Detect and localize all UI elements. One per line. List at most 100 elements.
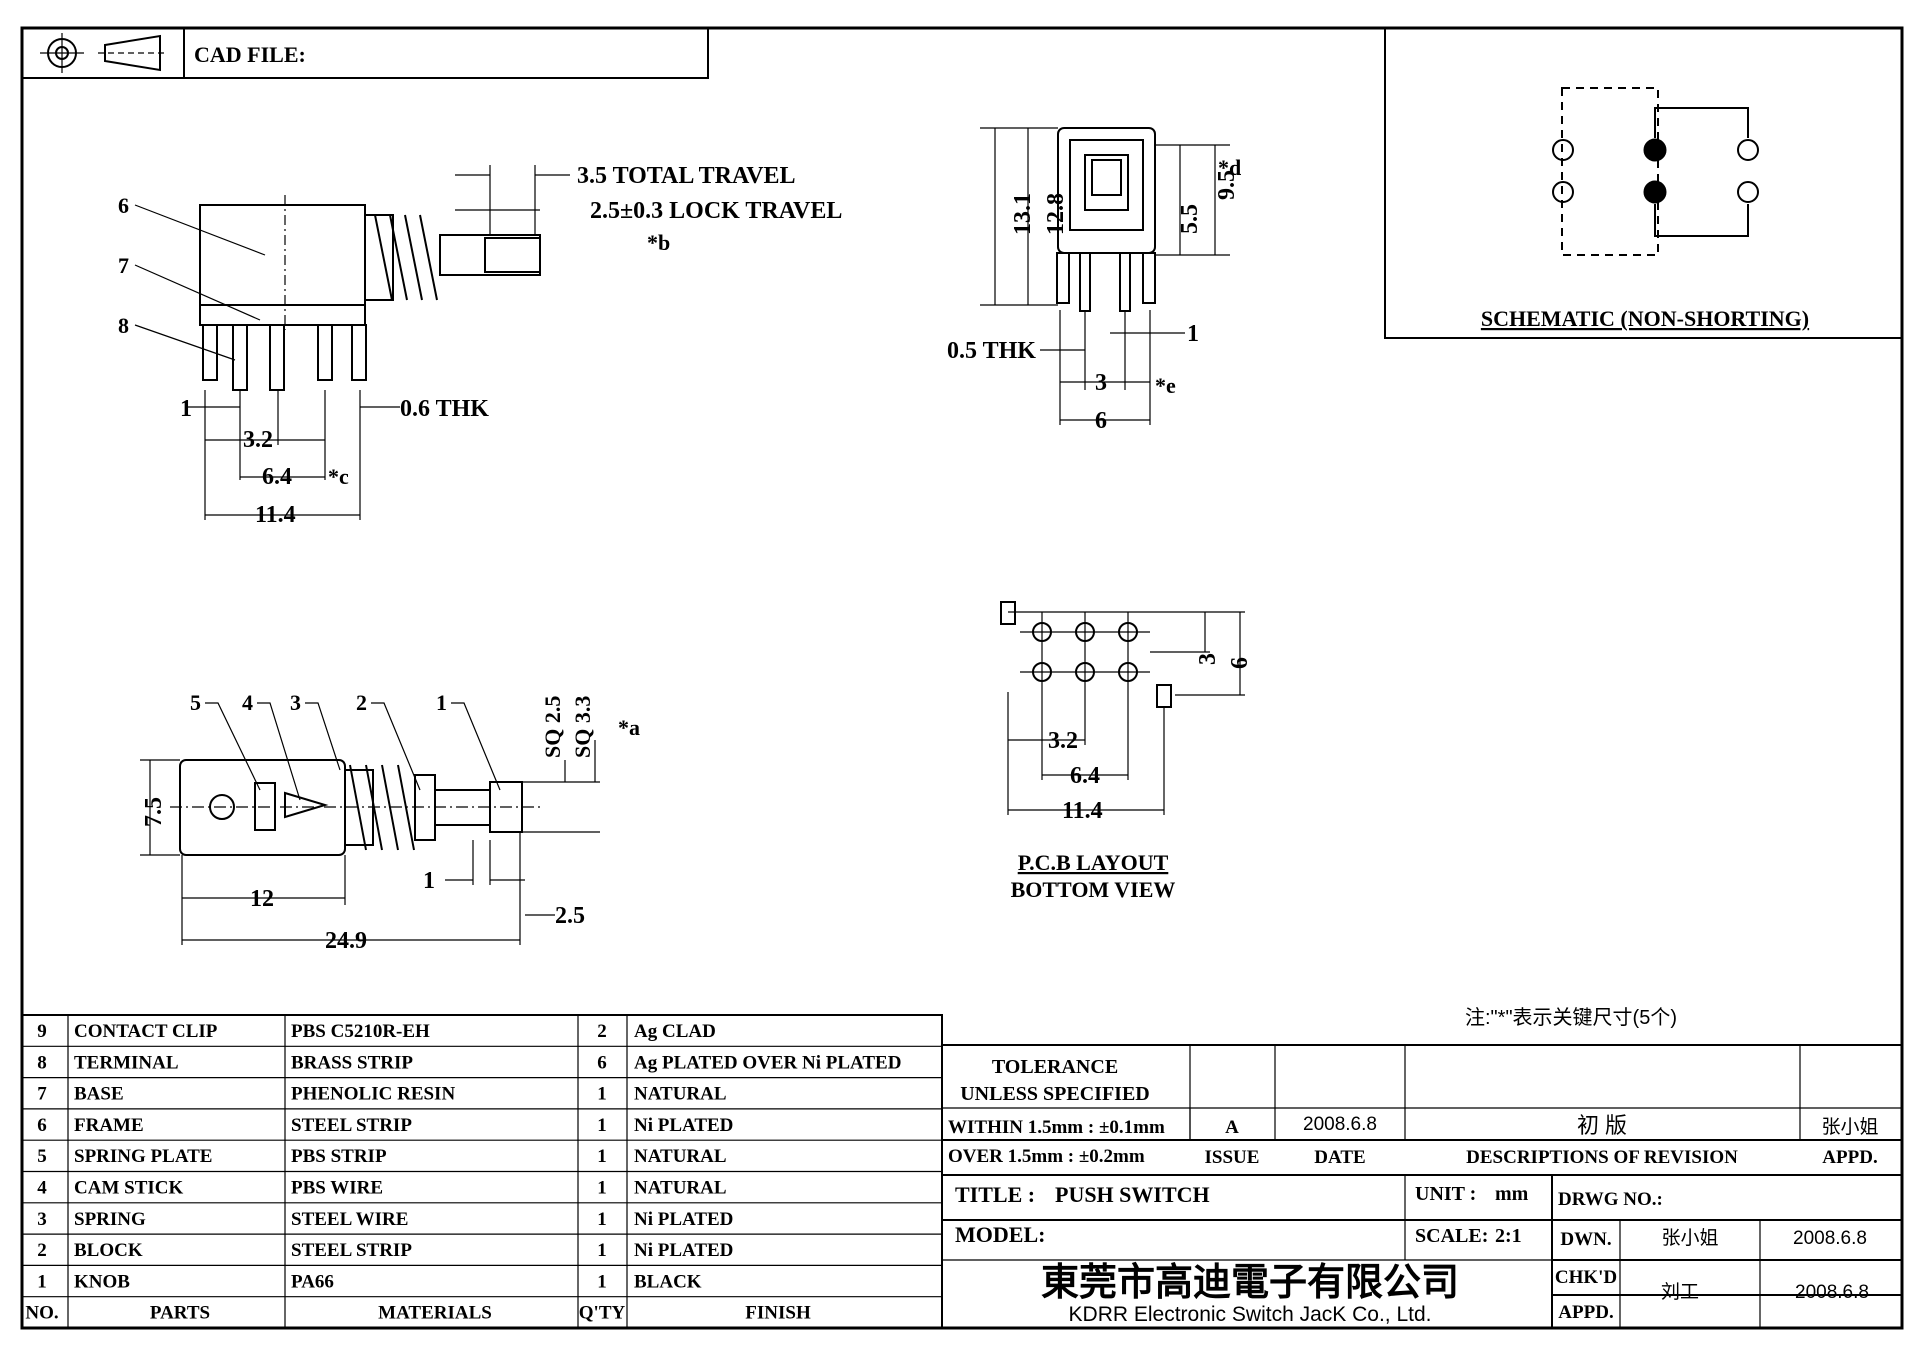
bom-cell-part: TERMINAL [74,1052,179,1073]
front-dim-3-mark: *e [1155,373,1176,398]
unless-specified-label: UNLESS SPECIFIED [960,1083,1150,1105]
descriptions-label: DESCRIPTIONS OF REVISION [1466,1147,1738,1168]
bom-cell-finish: BLACK [634,1271,702,1292]
side-callout-6: 6 [118,193,129,218]
drawn-by-label: DWN. [1560,1229,1611,1250]
bom-cell-no: 3 [37,1209,47,1230]
bom-cell-qty: 1 [597,1084,607,1105]
title-block: TOLERANCE UNLESS SPECIFIED WITHIN 1.5mm … [941,1044,1903,1329]
bom-cell-qty: 1 [597,1209,607,1230]
bom-cell-no: 7 [37,1084,47,1105]
bom-cell-material: STEEL WIRE [291,1209,408,1230]
top-dim-sq-3-3-mark: *a [618,715,640,740]
pcb-dim-6-4: 6.4 [1070,763,1100,789]
bom-cell-finish: NATURAL [634,1178,727,1199]
front-dim-1: 1 [1187,321,1199,347]
bom-header-cell: Q'TY [579,1303,626,1324]
revision-description: 初 版 [1577,1113,1627,1138]
bom-cell-finish: Ni PLATED [634,1115,733,1136]
bom-cell-qty: 6 [597,1052,607,1073]
cad-file-label: CAD FILE: [194,42,306,67]
bom-header-cell: NO. [25,1303,58,1324]
key-dimension-note: 注:"*"表示关键尺寸(5个) [1465,1006,1677,1029]
front-dim-13-1: 13.1 [1010,193,1036,235]
bom-cell-part: SPRING PLATE [74,1146,212,1167]
top-callout-3: 3 [290,690,301,715]
side-dim-6-4: 6.4 [262,464,292,490]
date-label: DATE [1314,1147,1365,1168]
checked-by-name: 刘工 [1661,1281,1699,1303]
bom-cell-part: FRAME [74,1115,144,1136]
appd-label: APPD. [1822,1147,1877,1168]
pcb-layout: 3 6 3.2 6.4 11.4 P.C.B LAYOUT BOTTOM VIE… [1000,601,1253,902]
tolerance-within: WITHIN 1.5mm : ±0.1mm [948,1117,1165,1138]
bom-cell-finish: NATURAL [634,1084,727,1105]
top-dim-24-9: 24.9 [325,928,367,954]
top-dim-1: 1 [423,868,435,894]
tolerance-label: TOLERANCE [992,1056,1118,1078]
bom-cell-qty: 2 [597,1021,607,1042]
bom-cell-part: CONTACT CLIP [74,1021,218,1042]
top-callout-5: 5 [190,690,201,715]
pcb-dim-3-2: 3.2 [1048,728,1078,754]
bom-cell-material: STEEL STRIP [291,1240,412,1261]
bom-table: 9 CONTACT CLIP PBS C5210R-EH 2 Ag CLAD 8 TERMI… [21,1014,943,1329]
company-name-en: KDRR Electronic Switch JacK Co., Ltd. [1069,1303,1432,1326]
scale-value: 2:1 [1495,1225,1522,1247]
bom-cell-finish: Ag PLATED OVER Ni PLATED [634,1052,901,1073]
bom-header-cell: FINISH [745,1303,811,1324]
approved-by-label: APPD. [1558,1302,1613,1323]
bom-cell-no: 2 [37,1240,47,1261]
unit-label: UNIT : [1415,1183,1476,1205]
side-view: 6 7 8 3.5 TOTAL TRAVEL 2.5±0.3 LOCK TRAV… [118,163,842,528]
drawn-by-date: 2008.6.8 [1793,1228,1867,1249]
bom-header-cell: PARTS [150,1303,210,1324]
projection-symbol-icon [40,33,168,73]
side-dim-11-4: 11.4 [255,502,296,528]
checked-by-label: CHK'D [1555,1267,1617,1288]
front-view: 13.1 12.8 5.5 9.5 *d 1 0.5 THK 3 *e 6 [947,127,1241,434]
pcb-dim-6: 6 [1227,657,1253,669]
bom-cell-no: 8 [37,1052,47,1073]
front-dim-0-5-thk: 0.5 THK [947,338,1036,364]
scale-label: SCALE: [1415,1225,1488,1247]
checked-by-date: 2008.6.8 [1795,1282,1869,1303]
bom-cell-no: 9 [37,1021,47,1042]
side-dim-0-6-thk: 0.6 THK [400,396,489,422]
front-dim-9-5-mark: *d [1218,155,1241,180]
bom-cell-part: BLOCK [74,1240,143,1261]
top-callout-1: 1 [436,690,447,715]
issue-label: ISSUE [1205,1147,1260,1168]
front-dim-5-5: 5.5 [1177,204,1203,234]
bom-cell-qty: 1 [597,1115,607,1136]
side-dim-3-2: 3.2 [243,427,273,453]
pcb-dim-3: 3 [1195,653,1221,665]
schematic-caption: SCHEMATIC (NON-SHORTING) [1481,306,1809,331]
pcb-caption-subtitle: BOTTOM VIEW [1011,877,1176,902]
model-label: MODEL: [955,1222,1045,1247]
side-callout-7: 7 [118,253,129,278]
bom-cell-material: PBS STRIP [291,1146,387,1167]
tolerance-over: OVER 1.5mm : ±0.2mm [948,1146,1145,1167]
bom-cell-material: BRASS STRIP [291,1052,413,1073]
top-dim-12: 12 [250,886,274,912]
drawn-by-name: 张小姐 [1661,1227,1718,1249]
bom-cell-part: BASE [74,1084,124,1105]
top-dim-7-5: 7.5 [141,797,167,827]
bom-cell-part: SPRING [74,1209,146,1230]
bom-cell-material: PHENOLIC RESIN [291,1084,455,1105]
bom-cell-no: 6 [37,1115,47,1136]
bom-cell-finish: Ni PLATED [634,1209,733,1230]
bom-cell-finish: Ag CLAD [634,1021,716,1042]
revision-approver: 张小姐 [1821,1116,1878,1138]
title-label: TITLE : [955,1182,1035,1207]
bom-cell-part: CAM STICK [74,1178,183,1199]
top-callout-2: 2 [356,690,367,715]
company-name-cn: 東莞市高迪電子有限公司 [1041,1262,1459,1304]
bom-cell-finish: NATURAL [634,1146,727,1167]
bom-cell-material: PBS C5210R-EH [291,1021,430,1042]
side-dim-1: 1 [180,396,192,422]
bom-cell-qty: 1 [597,1178,607,1199]
front-dim-12-8: 12.8 [1043,193,1069,235]
